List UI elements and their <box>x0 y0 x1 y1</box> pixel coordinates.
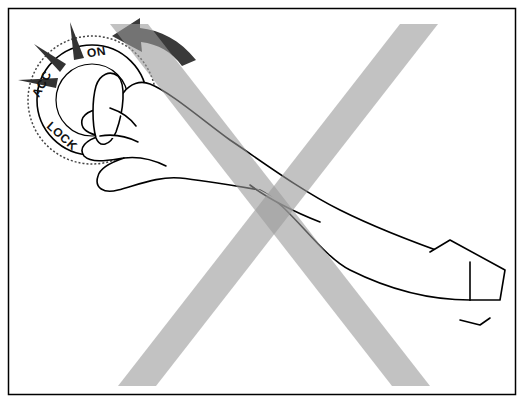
prohibition-cross <box>110 24 438 386</box>
click-mark <box>34 44 66 72</box>
click-mark <box>70 22 84 60</box>
frame <box>9 9 516 395</box>
